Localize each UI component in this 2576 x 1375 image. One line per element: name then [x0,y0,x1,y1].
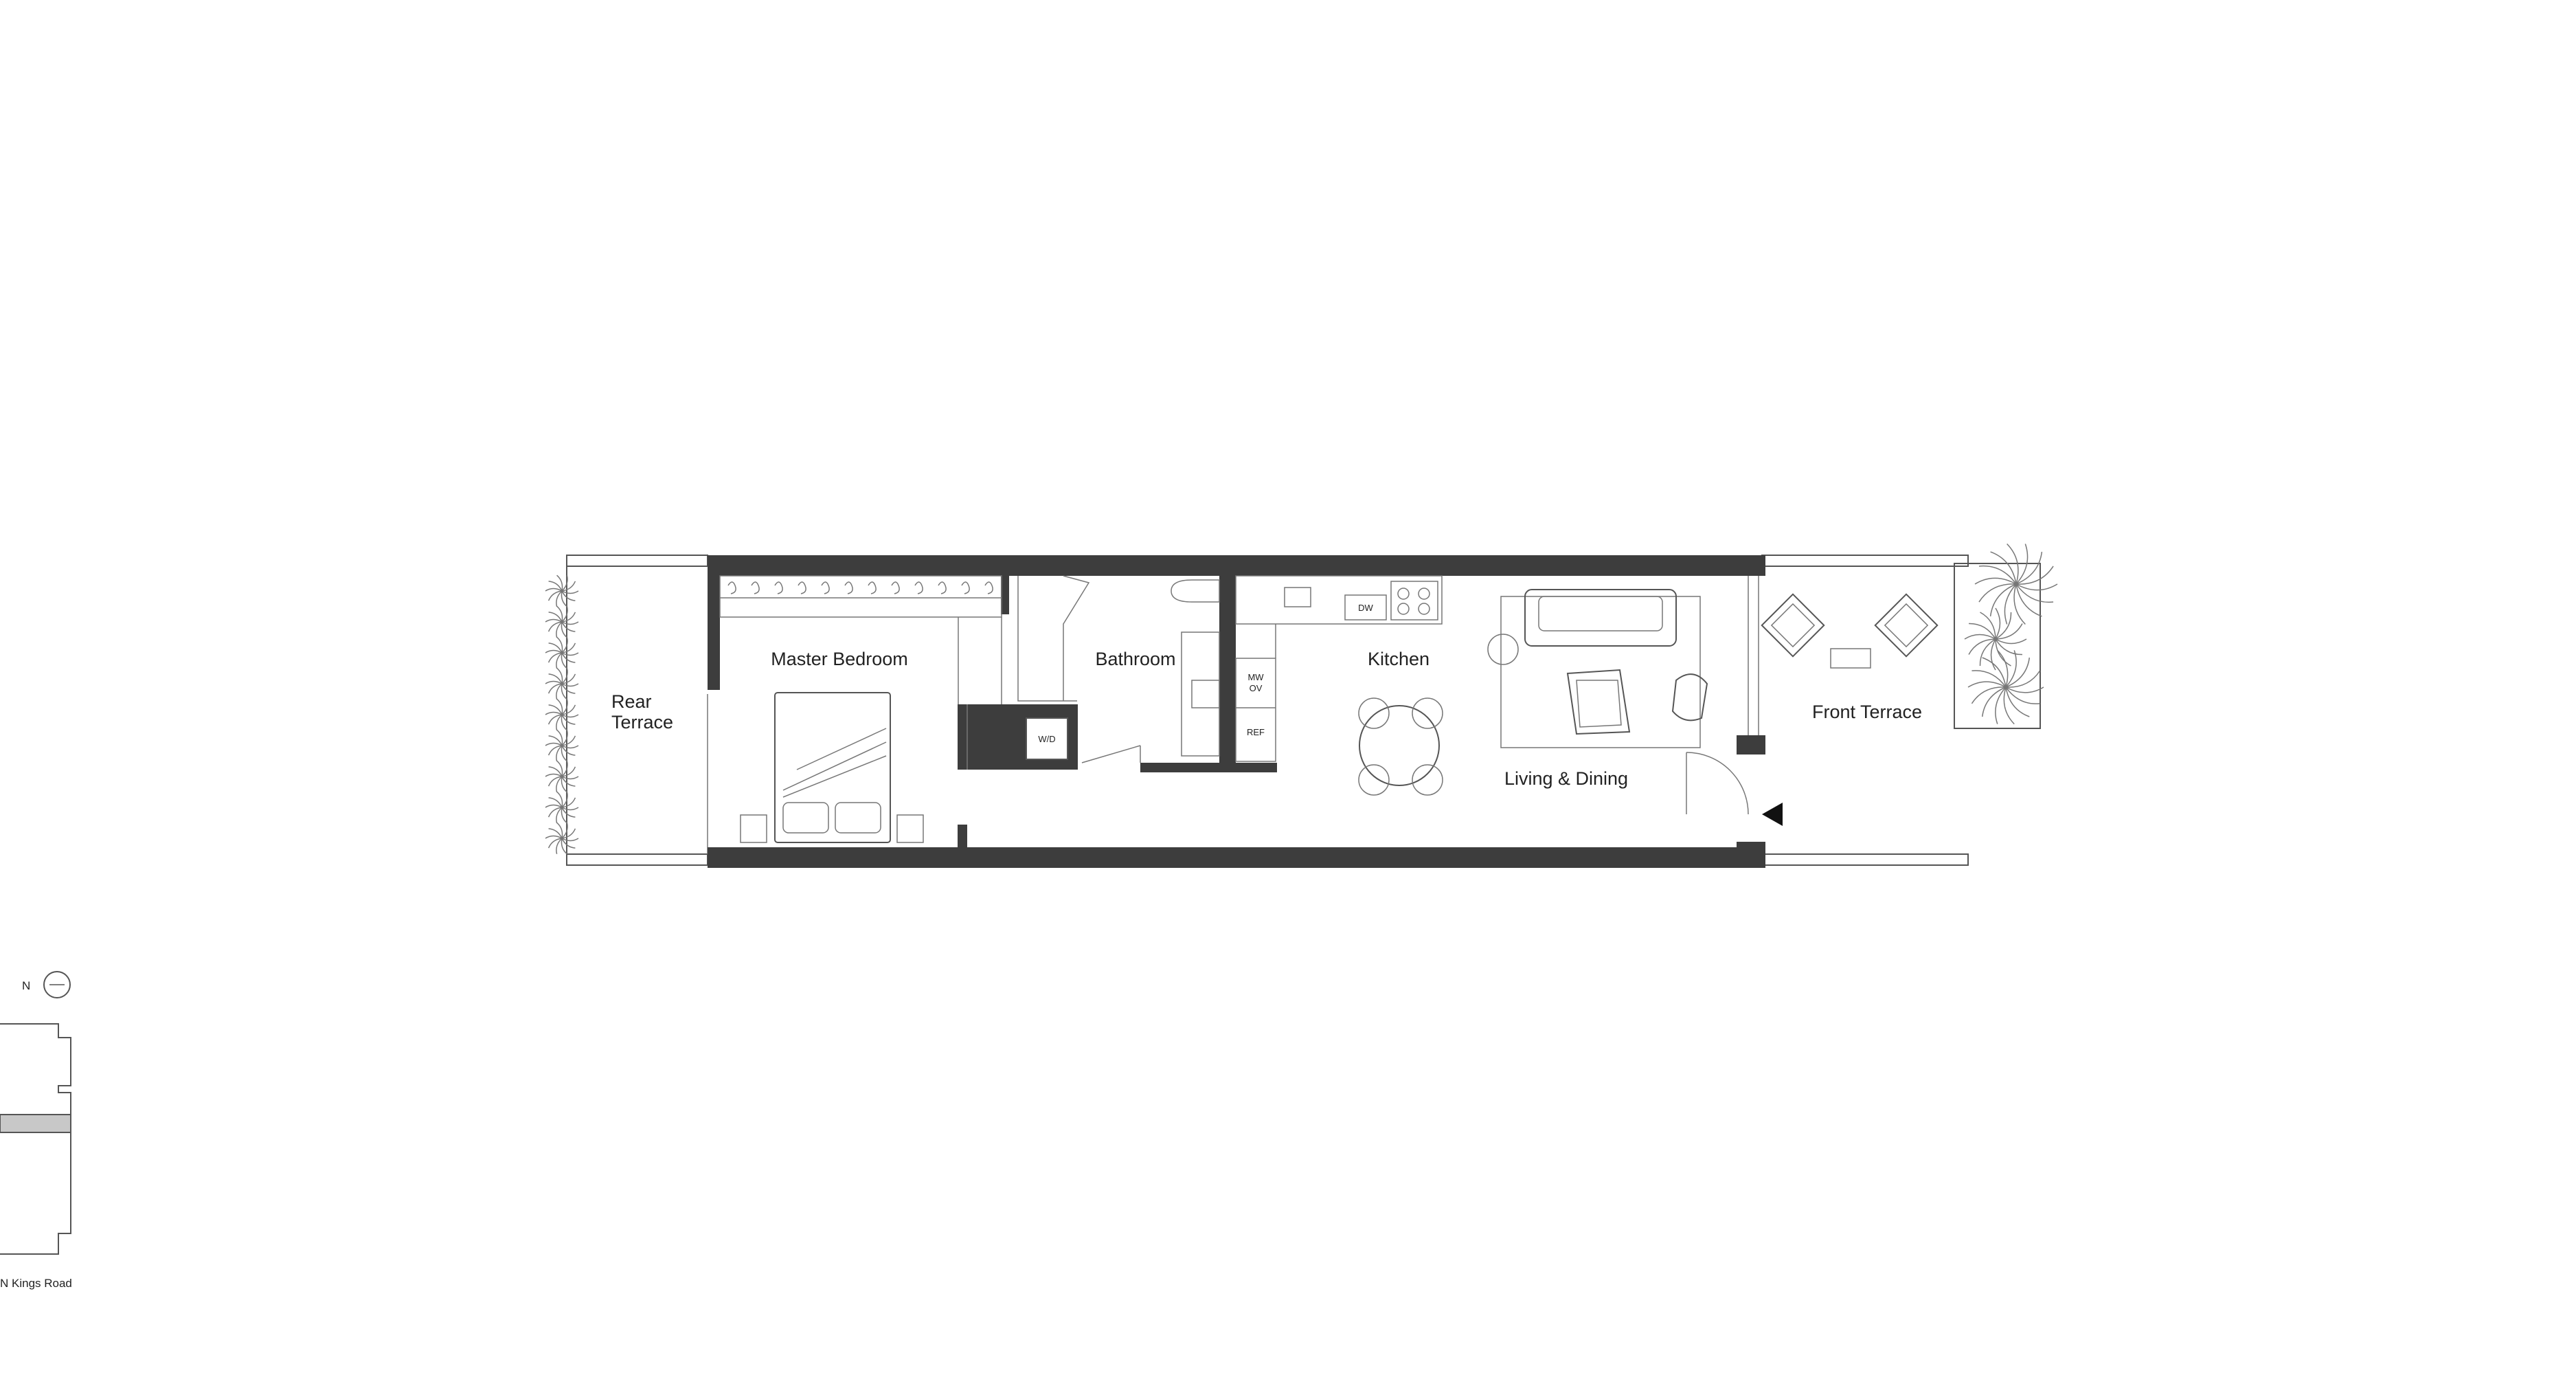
hanger-icon [914,581,923,594]
terrace-furniture [1761,593,1939,669]
plants [545,543,2058,855]
room-label-living-dining: Living & Dining [1504,768,1628,789]
plant-icon [545,791,579,824]
hanger-icon [868,581,877,594]
plant-icon [545,605,579,638]
room-label-front-terrace: Front Terrace [1812,702,1922,722]
closet-hangers [727,581,993,594]
plant-icon [545,667,579,700]
plant-icon [545,729,579,762]
plant-icon [545,574,579,607]
street-label: N Kings Road [0,1277,72,1290]
living-furniture [1487,589,1749,815]
hanger-icon [984,581,993,594]
room-label-rear-terrace: Rear [611,691,652,712]
washer-dryer: W/D [1013,704,1078,770]
room-label-kitchen: Kitchen [1368,649,1430,669]
plant-icon [545,822,579,855]
kitchen-appliance-labels: DW MW OV REF [1247,603,1374,737]
hanger-icon [798,581,806,594]
north-label: N [22,979,30,992]
plant-icon [1964,607,2027,671]
plant-icon [545,698,579,731]
entry-arrow-icon [1762,803,1783,826]
key-plan: N N Kings Road [0,971,72,1290]
highlighted-unit [0,1114,71,1133]
oven-label: OV [1250,683,1263,693]
walls [708,555,1765,868]
bed [740,692,924,843]
kitchen-counters [1235,575,1443,762]
hanger-icon [938,581,947,594]
bathroom-fixtures [1017,575,1220,763]
room-label-bathroom: Bathroom [1095,649,1175,669]
plant-icon [1967,649,2044,725]
refrigerator-label: REF [1247,727,1265,737]
hanger-icon [891,581,900,594]
room-label-master-bedroom: Master Bedroom [771,649,908,669]
washer-dryer-label: W/D [1038,734,1055,744]
bedroom-closet [719,575,1002,704]
dishwasher-label: DW [1358,603,1373,613]
hanger-icon [727,581,736,594]
room-label-rear-terrace-2: Terrace [611,712,673,733]
hanger-icon [821,581,830,594]
hanger-icon [961,581,970,594]
hanger-icon [751,581,760,594]
dining-table [1358,697,1443,796]
plant-icon [1974,543,2058,625]
plant-icon [545,636,579,669]
microwave-label: MW [1247,672,1264,682]
hanger-icon [844,581,853,594]
hanger-icon [774,581,783,594]
plant-icon [545,760,579,793]
north-arrow-icon [43,971,71,998]
